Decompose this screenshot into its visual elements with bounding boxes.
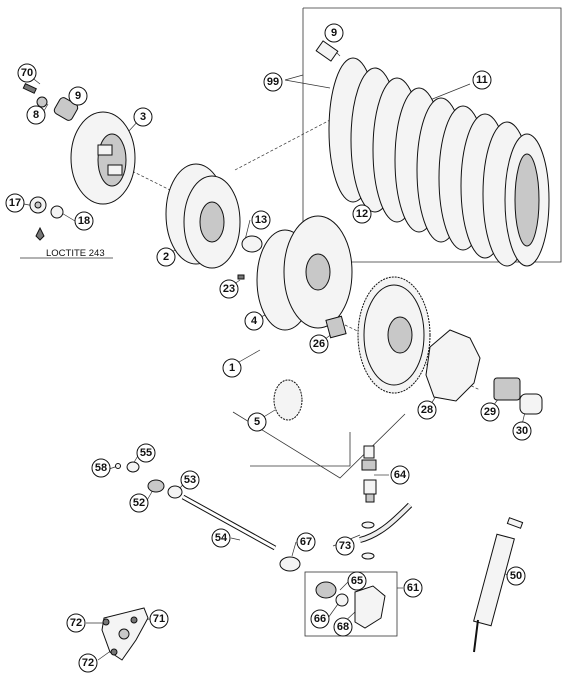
grease-syringe <box>473 517 524 653</box>
svg-text:29: 29 <box>484 406 496 418</box>
callout-55: 55 <box>136 443 156 463</box>
svg-text:73: 73 <box>339 540 351 552</box>
svg-text:72: 72 <box>82 657 94 669</box>
springs-bolts-left <box>22 82 79 121</box>
callout-58: 58 <box>91 458 111 478</box>
inner-hub <box>165 163 263 269</box>
callout-8: 8 <box>26 105 46 125</box>
callout-54: 54 <box>211 528 231 548</box>
callout-71: 71 <box>149 609 169 629</box>
svg-text:11: 11 <box>476 74 488 86</box>
clutch-hose <box>359 502 413 560</box>
svg-text:53: 53 <box>184 474 196 486</box>
callout-67: 67 <box>296 532 316 552</box>
damper-bearing <box>425 329 543 415</box>
svg-text:9: 9 <box>75 90 81 102</box>
callout-52: 52 <box>129 493 149 513</box>
svg-text:55: 55 <box>140 447 152 459</box>
hub-frame-lines <box>250 432 351 467</box>
callout-17: 17 <box>5 193 25 213</box>
callout-50: 50 <box>506 566 526 586</box>
callout-4: 4 <box>244 311 264 331</box>
callout-66: 66 <box>310 609 330 629</box>
svg-text:23: 23 <box>223 283 235 295</box>
callout-23: 23 <box>219 279 239 299</box>
callout-30: 30 <box>512 421 532 441</box>
callout-73: 73 <box>335 536 355 556</box>
svg-text:1: 1 <box>229 362 235 374</box>
callout-68: 68 <box>333 617 353 637</box>
callout-28: 28 <box>417 400 437 420</box>
callout-13: 13 <box>251 210 271 230</box>
callout-18: 18 <box>74 211 94 231</box>
callout-64: 64 <box>390 465 410 485</box>
primary-gear <box>273 276 431 421</box>
svg-text:72: 72 <box>70 617 82 629</box>
outer-basket <box>237 215 353 339</box>
svg-text:71: 71 <box>153 613 165 625</box>
callout-11: 11 <box>472 70 492 90</box>
svg-text:66: 66 <box>314 613 326 625</box>
callout-72-top: 72 <box>66 613 86 633</box>
callout-65: 65 <box>347 571 367 591</box>
callout-3: 3 <box>133 107 153 127</box>
svg-text:28: 28 <box>421 404 433 416</box>
callout-1: 1 <box>222 358 242 378</box>
svg-text:12: 12 <box>356 208 368 220</box>
svg-text:61: 61 <box>407 582 419 594</box>
svg-text:26: 26 <box>313 338 325 350</box>
slave-cylinder-box <box>304 571 398 637</box>
callout-53: 53 <box>180 470 200 490</box>
clutch-plates-stack <box>315 40 550 267</box>
svg-text:13: 13 <box>255 214 267 226</box>
svg-text:54: 54 <box>215 532 228 544</box>
svg-text:67: 67 <box>300 536 312 548</box>
callout-70: 70 <box>17 63 37 83</box>
svg-text:4: 4 <box>251 315 258 327</box>
push-rod-group <box>115 461 301 572</box>
svg-text:5: 5 <box>254 416 260 428</box>
slave-cylinder <box>315 581 386 629</box>
callout-61: 61 <box>403 578 423 598</box>
callout-5: 5 <box>247 412 267 432</box>
svg-text:30: 30 <box>516 425 528 437</box>
svg-text:18: 18 <box>78 215 90 227</box>
callout-26: 26 <box>309 334 329 354</box>
pressure-plate <box>29 111 136 241</box>
svg-text:8: 8 <box>33 109 39 121</box>
callout-9-top: 9 <box>324 23 344 43</box>
svg-text:68: 68 <box>337 621 349 633</box>
callout-72-bottom: 72 <box>78 653 98 673</box>
svg-text:65: 65 <box>351 575 363 587</box>
svg-text:2: 2 <box>163 251 169 263</box>
svg-text:58: 58 <box>95 462 107 474</box>
svg-text:50: 50 <box>510 570 522 582</box>
svg-text:70: 70 <box>21 67 33 79</box>
callout-2: 2 <box>156 247 176 267</box>
svg-text:17: 17 <box>9 197 21 209</box>
callout-29: 29 <box>480 402 500 422</box>
loctite-note: LOCTITE 243 <box>46 248 105 259</box>
clutch-cover <box>101 607 149 661</box>
callout-99: 99 <box>263 72 283 92</box>
callout-12: 12 <box>352 204 372 224</box>
callout-9-left: 9 <box>68 86 88 106</box>
plates-kit-box <box>302 7 562 263</box>
svg-text:99: 99 <box>267 76 279 88</box>
svg-text:52: 52 <box>133 497 145 509</box>
diagram-frames <box>232 7 562 637</box>
bleed-valve <box>361 445 377 503</box>
svg-text:3: 3 <box>140 111 146 123</box>
svg-text:64: 64 <box>394 469 407 481</box>
svg-text:9: 9 <box>331 27 337 39</box>
